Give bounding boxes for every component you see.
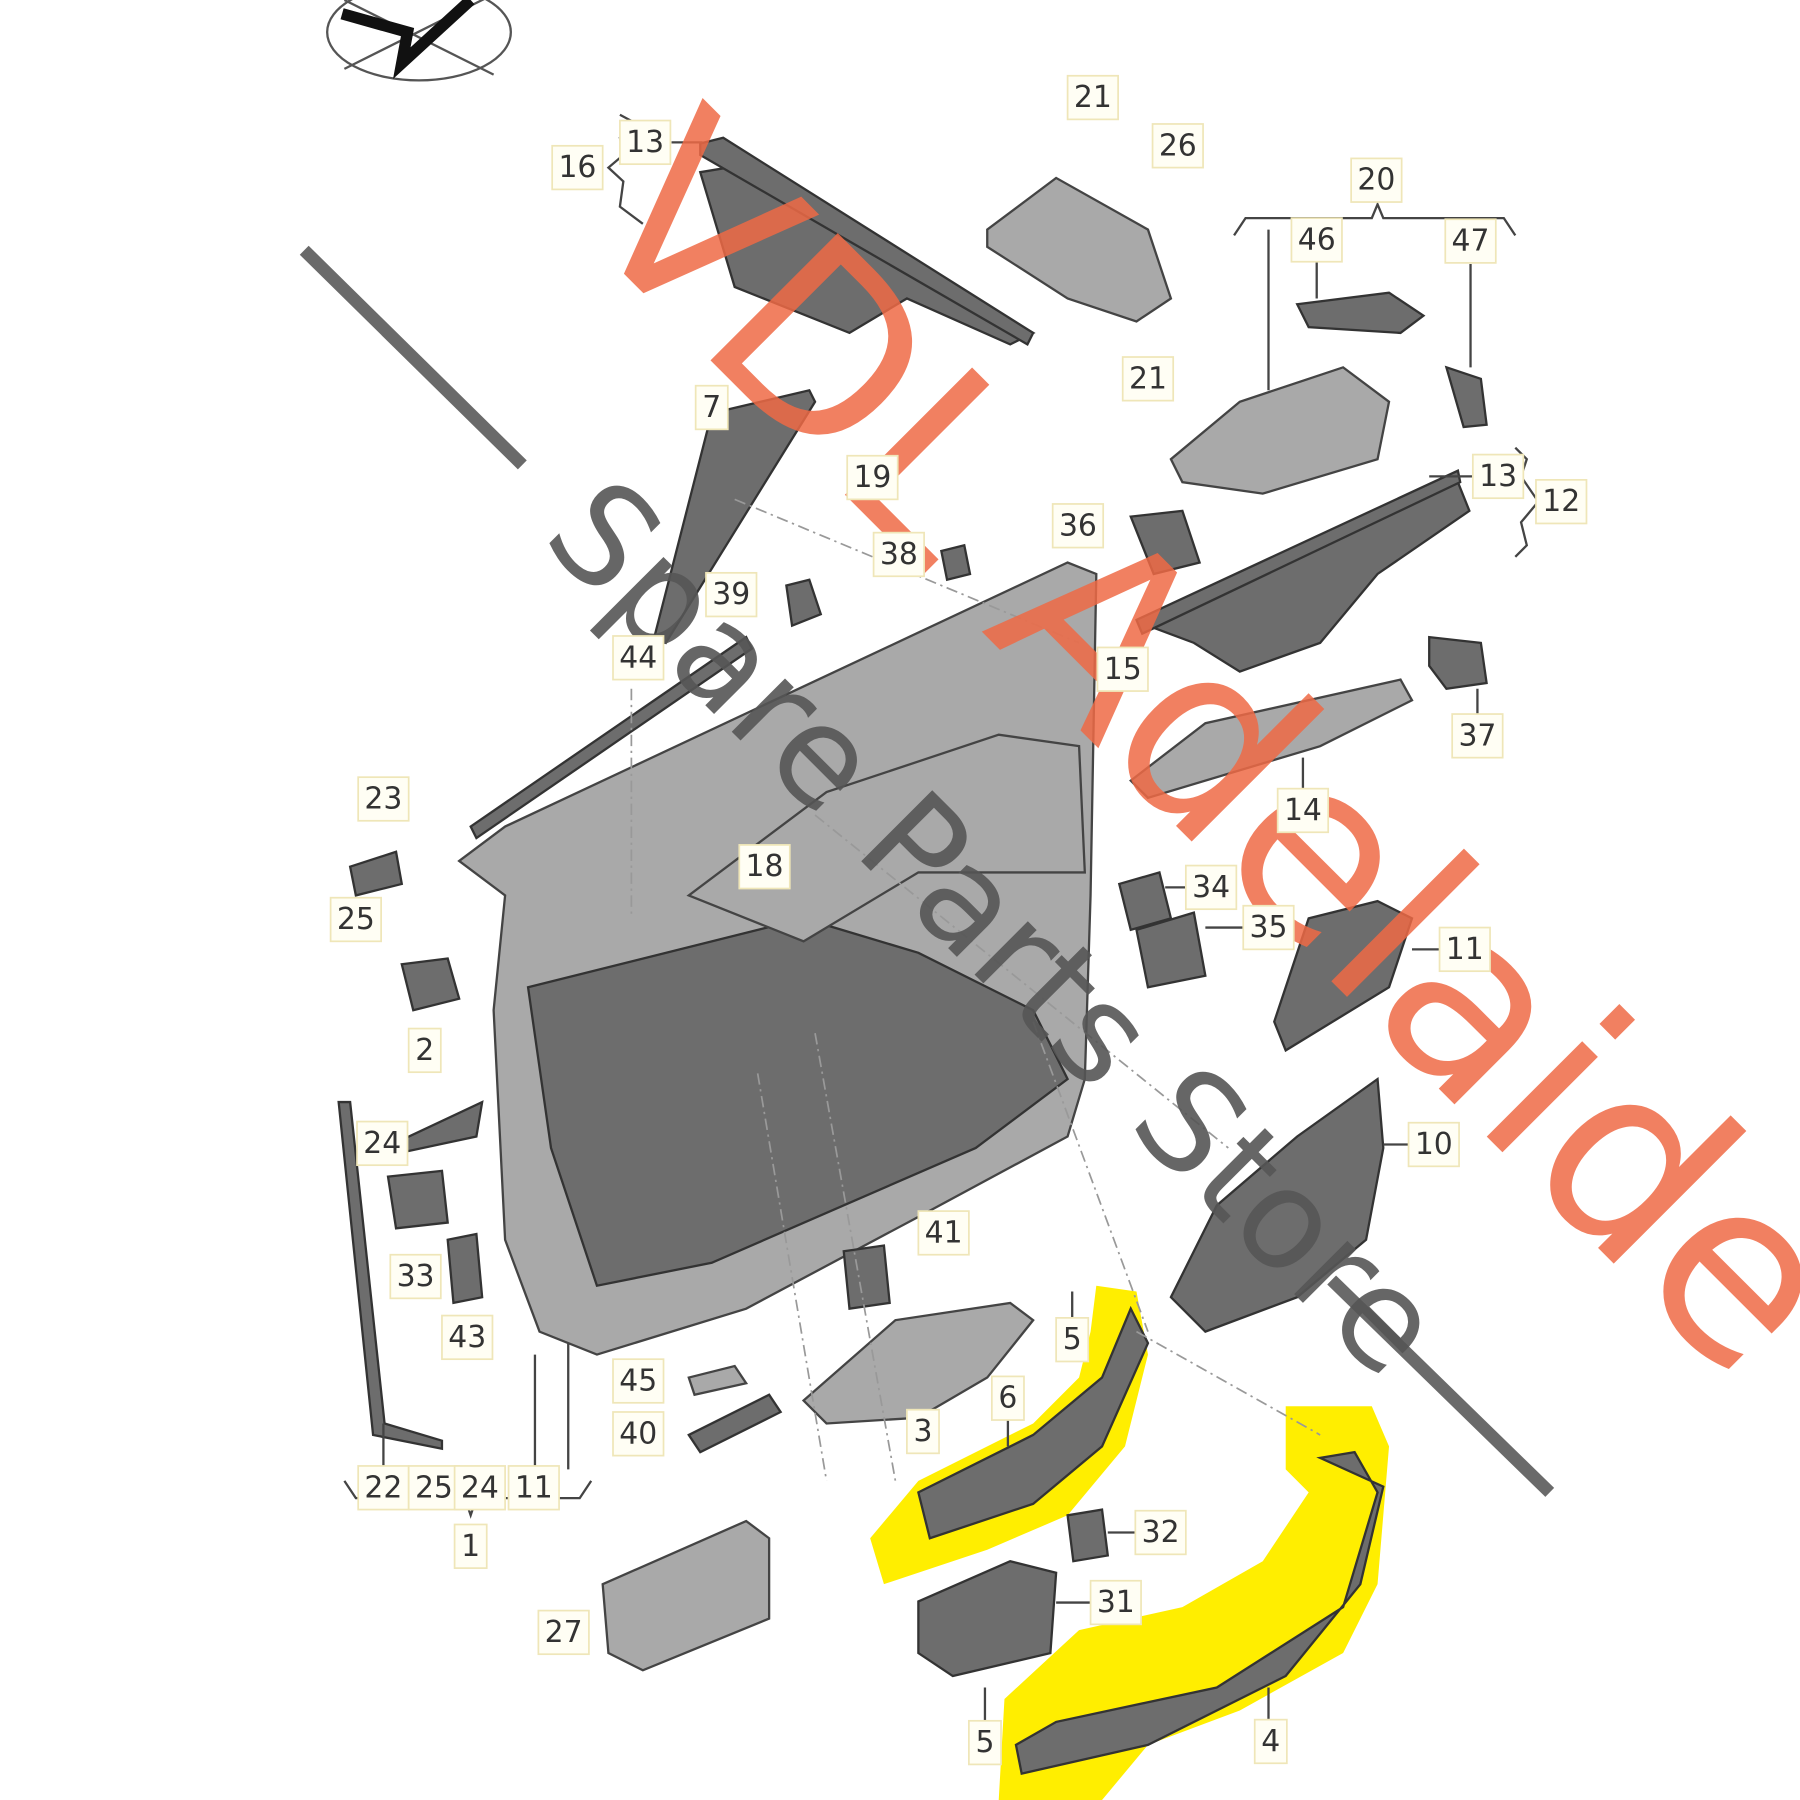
callout-6: 6 [990, 1375, 1025, 1421]
callout-number: 7 [702, 390, 721, 425]
callout-25: 25 [407, 1465, 461, 1511]
callout-number: 27 [545, 1615, 583, 1650]
callout-number: 24 [363, 1126, 401, 1161]
callout-number: 37 [1458, 718, 1496, 753]
callout-31: 31 [1089, 1579, 1142, 1626]
callout-number: 2 [415, 1033, 434, 1068]
callout-number: 22 [364, 1470, 402, 1505]
callout-number: 24 [461, 1470, 499, 1505]
callout-41: 41 [917, 1210, 970, 1256]
callout-number: 16 [558, 150, 596, 185]
callout-45: 45 [612, 1358, 665, 1404]
callout-5: 5 [1055, 1316, 1090, 1363]
callout-15: 15 [1096, 646, 1149, 692]
callout-40: 40 [612, 1411, 665, 1457]
callout-24: 24 [453, 1465, 506, 1511]
logo-emblem [326, 0, 512, 82]
callout-46: 46 [1290, 217, 1343, 263]
callout-number: 36 [1059, 508, 1097, 543]
callout-33: 33 [389, 1253, 442, 1300]
callout-34: 34 [1184, 864, 1238, 911]
callout-number: 33 [397, 1259, 435, 1294]
callout-13: 13 [1471, 453, 1525, 500]
callout-number: 25 [415, 1470, 453, 1505]
parts-artwork [337, 136, 1488, 1775]
callout-number: 34 [1192, 870, 1230, 905]
callout-number: 1 [461, 1529, 480, 1564]
callout-4: 4 [1253, 1718, 1288, 1765]
callout-number: 21 [1074, 80, 1112, 115]
callout-number: 3 [913, 1414, 932, 1449]
callout-21: 21 [1121, 356, 1175, 402]
callout-number: 47 [1452, 224, 1490, 259]
callout-47: 47 [1444, 218, 1497, 264]
callout-number: 23 [364, 781, 402, 816]
callout-number: 43 [448, 1320, 486, 1355]
callout-44: 44 [612, 635, 665, 681]
callout-16: 16 [551, 144, 604, 191]
callout-10: 10 [1407, 1121, 1460, 1168]
callout-number: 12 [1542, 484, 1580, 519]
callout-26: 26 [1151, 123, 1204, 169]
callout-32: 32 [1134, 1509, 1187, 1556]
callout-number: 4 [1261, 1724, 1280, 1759]
callout-number: 5 [975, 1725, 994, 1760]
callout-number: 45 [619, 1363, 657, 1398]
callout-number: 35 [1250, 910, 1288, 945]
callout-39: 39 [705, 571, 758, 618]
callout-36: 36 [1051, 503, 1105, 549]
callout-number: 46 [1298, 222, 1336, 257]
callout-number: 25 [337, 902, 375, 937]
callout-25: 25 [329, 896, 382, 943]
callout-18: 18 [738, 844, 791, 890]
callout-number: 40 [619, 1416, 657, 1451]
callout-number: 11 [1446, 932, 1484, 967]
callout-number: 41 [925, 1215, 963, 1250]
callout-number: 13 [626, 125, 664, 160]
divider-line [1327, 1275, 1555, 1497]
callout-21: 21 [1066, 74, 1119, 121]
callout-number: 26 [1159, 128, 1197, 163]
callout-number: 31 [1097, 1585, 1135, 1620]
callout-12: 12 [1535, 478, 1588, 525]
callout-35: 35 [1242, 904, 1295, 951]
callout-1: 1 [453, 1523, 488, 1569]
callout-22: 22 [357, 1465, 410, 1511]
callout-number: 39 [712, 577, 750, 612]
callout-number: 21 [1129, 361, 1167, 396]
callout-number: 14 [1284, 793, 1322, 828]
callout-11: 11 [507, 1465, 560, 1511]
callout-2: 2 [407, 1027, 442, 1074]
callout-11: 11 [1438, 926, 1491, 973]
callout-43: 43 [441, 1314, 494, 1361]
divider-line [299, 245, 527, 470]
callout-37: 37 [1451, 713, 1504, 759]
callout-14: 14 [1276, 787, 1330, 834]
callout-number: 44 [619, 640, 657, 675]
callout-20: 20 [1350, 157, 1403, 203]
callout-number: 11 [515, 1470, 553, 1505]
callout-number: 32 [1142, 1515, 1180, 1550]
callout-7: 7 [694, 384, 729, 431]
callout-number: 18 [746, 849, 784, 884]
callout-number: 13 [1479, 459, 1517, 494]
callout-number: 20 [1357, 163, 1395, 198]
callout-19: 19 [846, 454, 899, 501]
callout-number: 38 [880, 537, 918, 572]
highlight-part-4 [998, 1406, 1390, 1800]
callout-3: 3 [906, 1408, 940, 1455]
callout-27: 27 [537, 1609, 590, 1656]
callout-number: 19 [853, 460, 891, 495]
callout-24: 24 [356, 1120, 409, 1167]
callout-number: 6 [998, 1381, 1017, 1416]
callout-23: 23 [357, 776, 410, 822]
callout-5: 5 [968, 1719, 1002, 1766]
callout-number: 5 [1063, 1322, 1082, 1357]
callout-38: 38 [872, 531, 925, 578]
callout-13: 13 [619, 119, 672, 166]
callout-number: 15 [1104, 652, 1142, 687]
callout-number: 10 [1415, 1127, 1453, 1162]
